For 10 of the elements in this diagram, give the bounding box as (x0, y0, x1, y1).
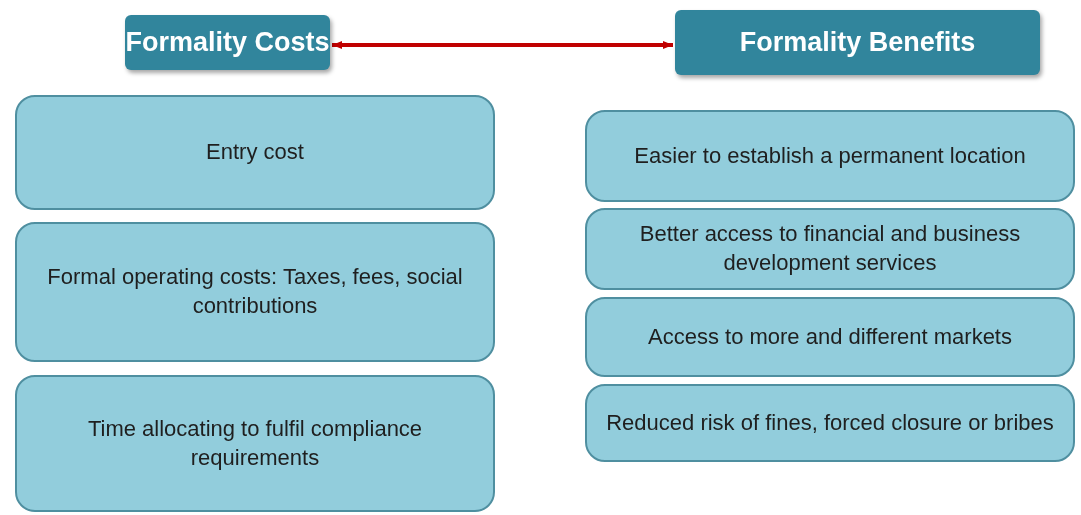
header-box: Formality Benefits (675, 10, 1040, 75)
text-box: Formal operating costs: Taxes, fees, social contributions (15, 222, 495, 362)
text-box: Easier to establish a permanent location (585, 110, 1075, 202)
header-box: Formality Costs (125, 15, 330, 70)
text-box: Time allocating to fulfil compliance requirements (15, 375, 495, 512)
text-box: Reduced risk of fines, forced closure or bribes (585, 384, 1075, 462)
text-box: Access to more and different markets (585, 297, 1075, 377)
text-box: Better access to financial and business development services (585, 208, 1075, 290)
text-box: Entry cost (15, 95, 495, 210)
double-arrow (332, 41, 673, 49)
